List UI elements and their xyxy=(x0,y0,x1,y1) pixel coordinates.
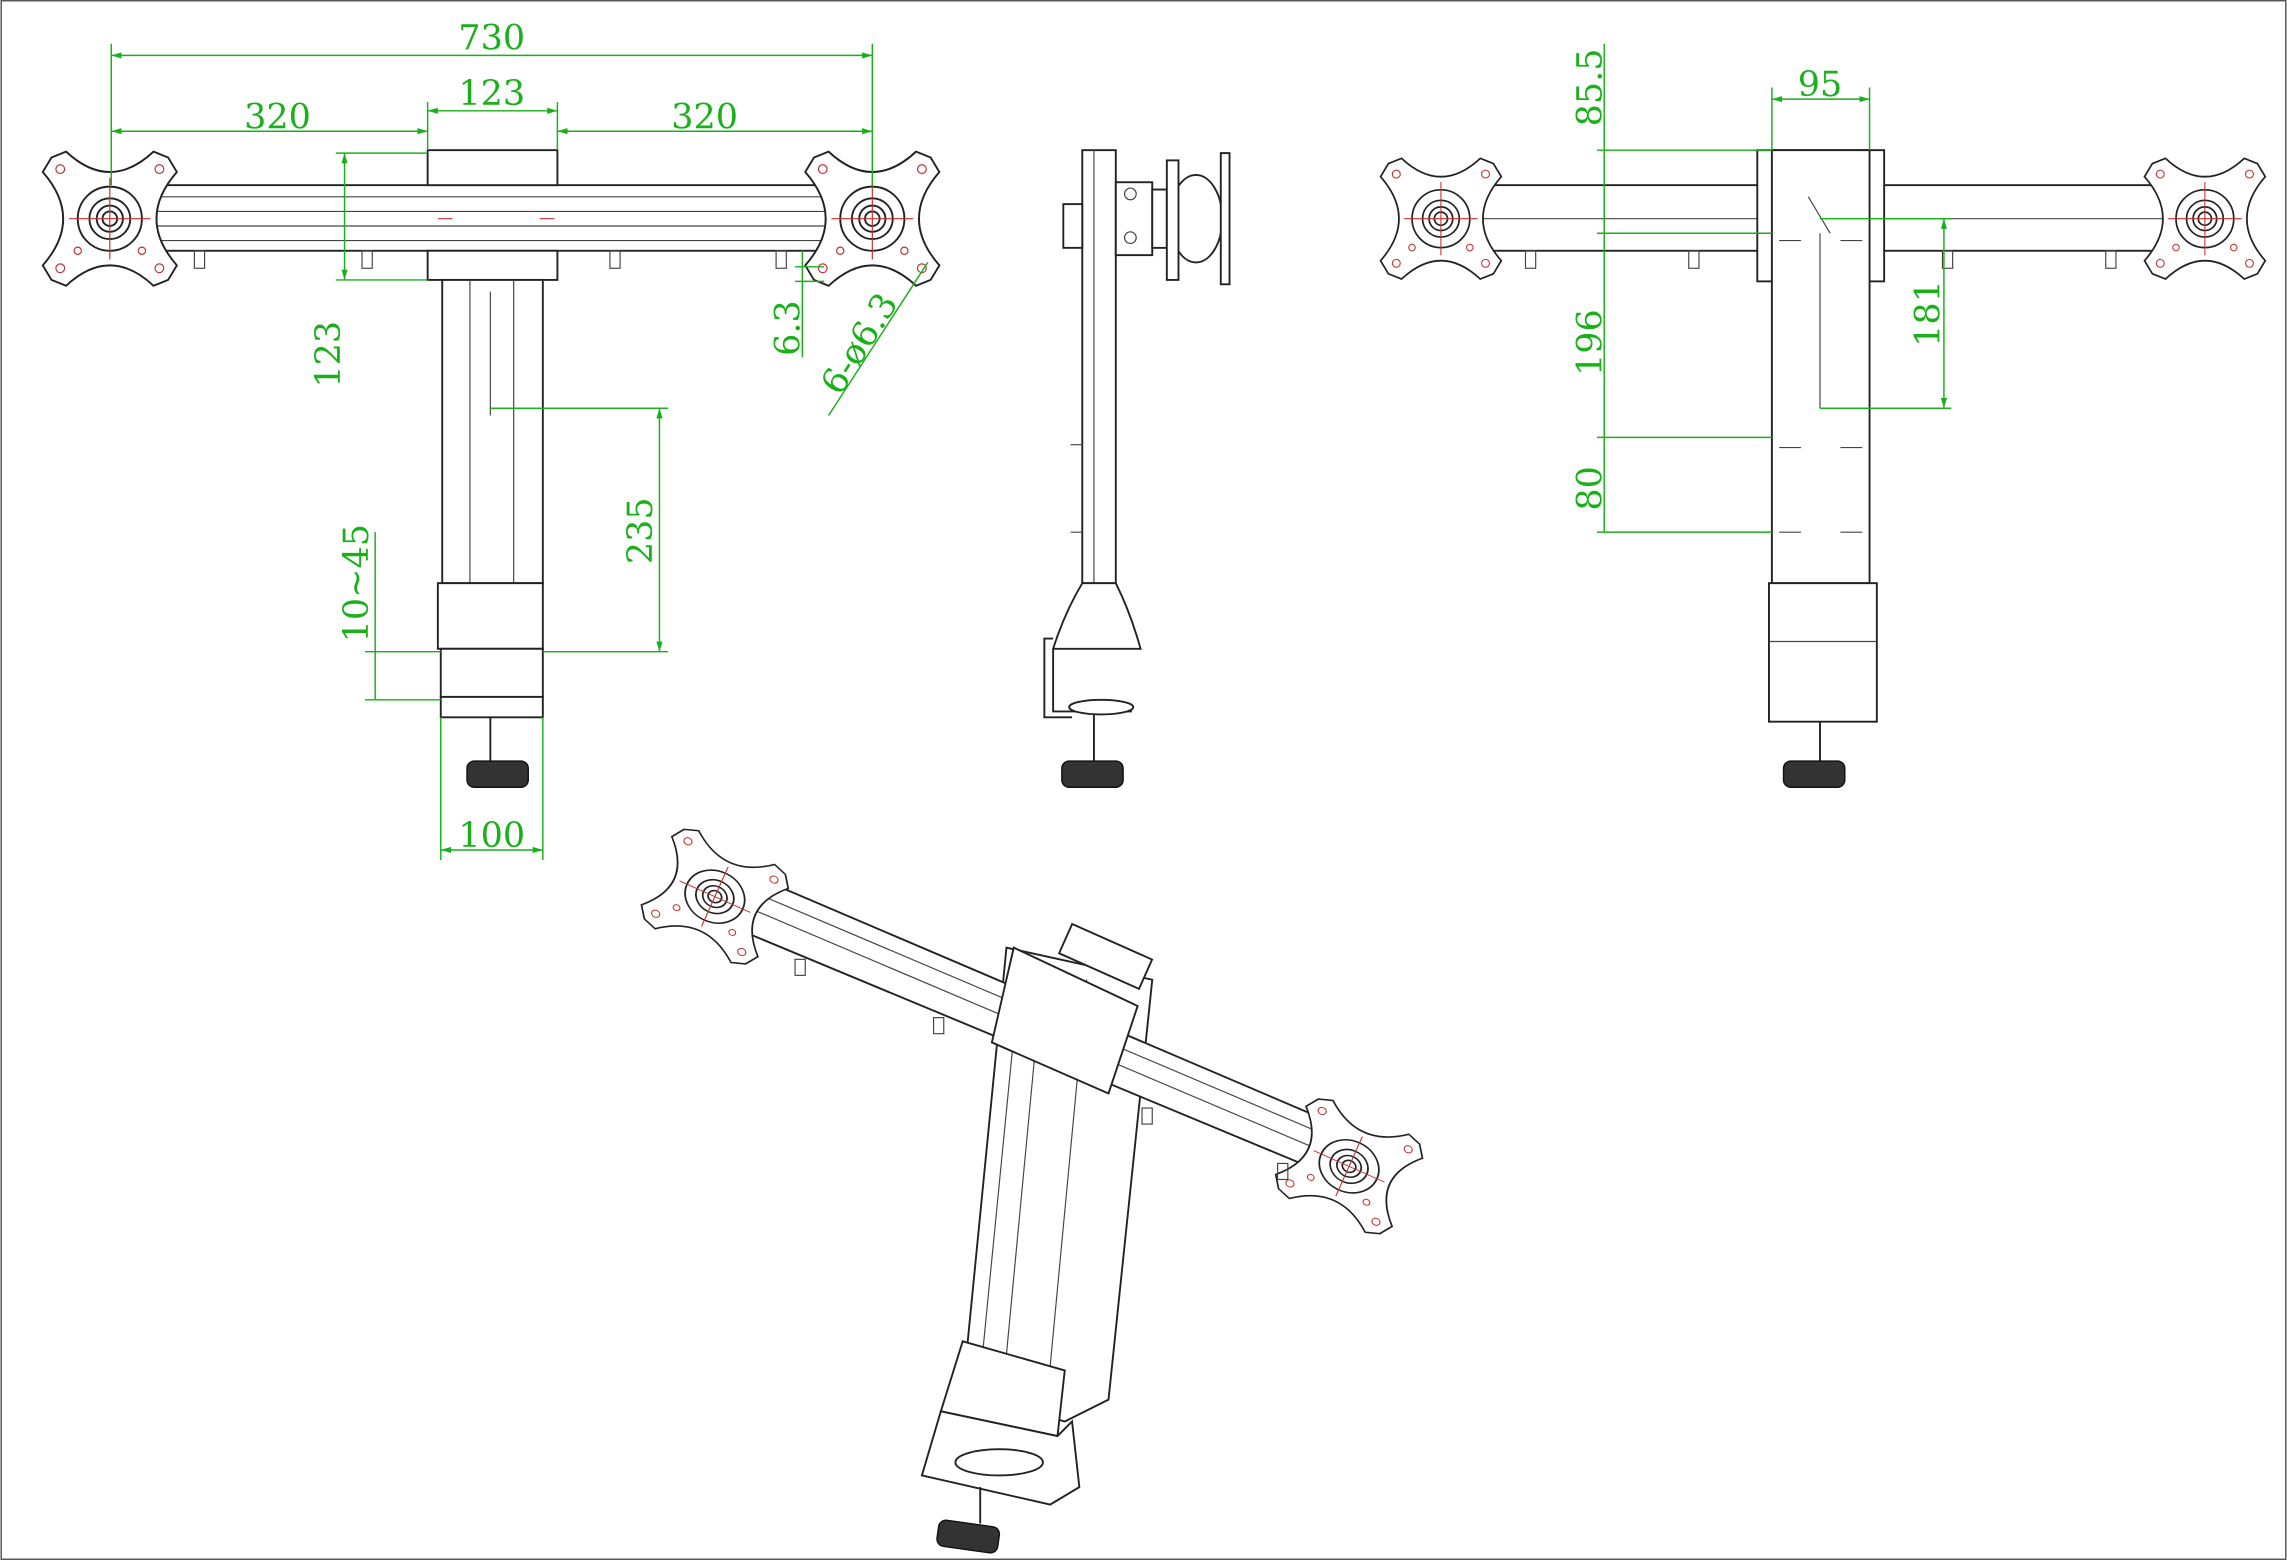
dim-pole-height: 235 xyxy=(621,497,661,564)
dim-clamp-range: 10~45 xyxy=(337,524,377,642)
dim-top-offset: 85.5 xyxy=(1570,49,1610,127)
dim-left-arm: 320 xyxy=(244,97,311,137)
dim-overall-width: 730 xyxy=(458,19,525,59)
dim-slot-depth: 196 xyxy=(1570,309,1610,376)
dim-center-plate-width: 123 xyxy=(458,74,525,114)
dim-base-width: 100 xyxy=(458,816,525,856)
dim-slot-width: 6.3 xyxy=(768,300,808,356)
isometric-view xyxy=(633,820,1430,1555)
front-view xyxy=(41,149,941,789)
dim-vesa-holes: 6-ø6.3 xyxy=(814,287,907,402)
dim-center-plate-height: 123 xyxy=(309,321,349,388)
dim-pole-width: 95 xyxy=(1798,65,1843,105)
dim-right-arm: 320 xyxy=(671,97,738,137)
side-view xyxy=(1043,149,1231,789)
top-view-dimensions: 95 85.5 196 80 181 xyxy=(1570,43,1952,533)
dim-slot-length: 181 xyxy=(1909,280,1949,347)
top-view xyxy=(1379,149,2267,789)
dim-hole-spacing: 80 xyxy=(1570,466,1610,511)
